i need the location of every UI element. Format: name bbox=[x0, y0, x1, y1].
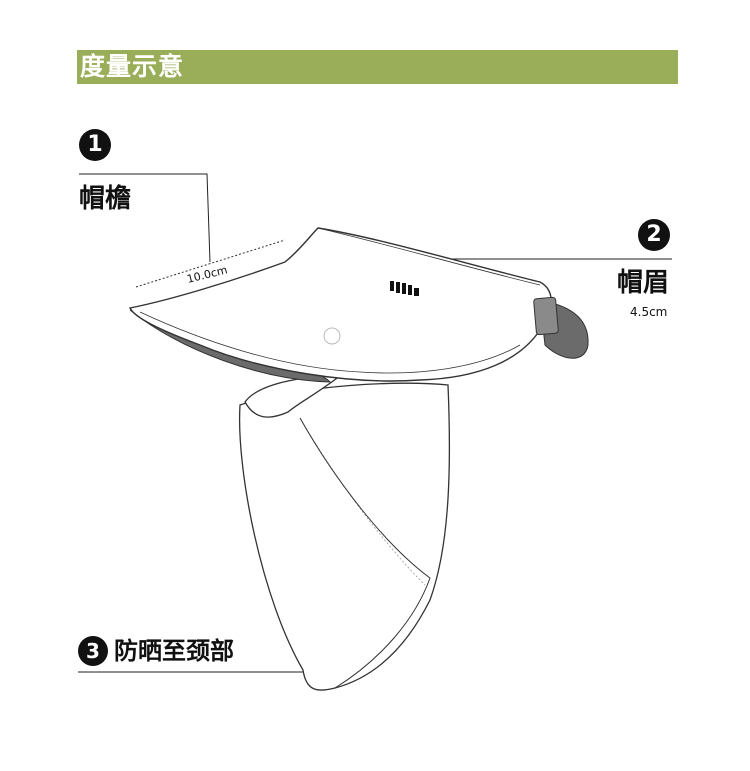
connector-loop bbox=[244, 371, 346, 418]
brim-measure-text: 10.0cm bbox=[186, 263, 229, 286]
section-header: 度量示意 bbox=[77, 50, 678, 84]
callout-1-number: 1 bbox=[79, 129, 111, 161]
visor-inner-edge bbox=[139, 311, 521, 374]
callout-3-number: 3 bbox=[78, 636, 108, 666]
neck-flap bbox=[238, 382, 451, 691]
callout-3-label: 防晒至颈部 bbox=[114, 637, 234, 665]
callout-2-measurement: 4.5cm bbox=[630, 305, 668, 319]
callout-1-label: 帽檐 bbox=[79, 184, 132, 214]
visor-brim bbox=[128, 227, 552, 382]
neck-flap-inner-edge bbox=[299, 417, 431, 689]
callout-2-label: 帽眉 bbox=[617, 268, 670, 298]
callout-1-leader bbox=[79, 173, 211, 263]
section-title: 度量示意 bbox=[80, 52, 185, 81]
visor-band-line bbox=[317, 227, 541, 286]
strap-buckle bbox=[533, 296, 559, 336]
callout-2-number: 2 bbox=[638, 219, 670, 251]
neck-flap-fold bbox=[299, 417, 426, 586]
snap-button bbox=[323, 327, 341, 345]
brand-logo bbox=[390, 281, 419, 296]
